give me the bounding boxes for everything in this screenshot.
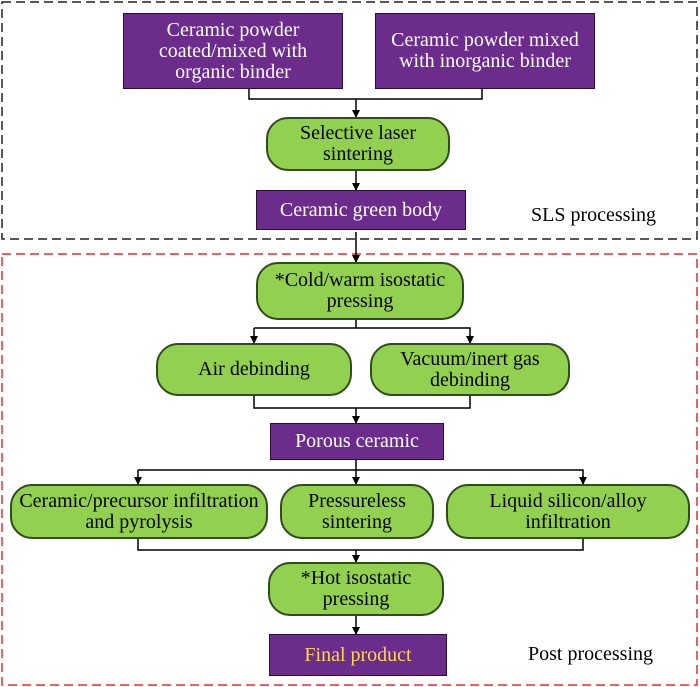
connector-debinding-merge [253,396,471,409]
connector-porous-split [138,460,357,471]
node-powder-organic: Ceramic powder coated/mixed with organic… [123,13,343,89]
connector-infiltration-merge [137,539,584,551]
region-label-sls: SLS processing [531,204,656,226]
connector-to-liquid [356,469,584,484]
node-selective-laser-sintering: Selective laser sintering [266,117,450,171]
connector-to-vacuum [356,327,471,343]
node-porous-ceramic: Porous ceramic [270,423,444,460]
node-green-body: Ceramic green body [256,190,466,230]
connector-cold-warm-split [254,320,357,329]
node-air-debinding: Air debinding [156,343,352,396]
node-powder-inorganic: Ceramic powder mixed with inorganic bind… [375,13,595,89]
post-region-border [1,253,698,686]
node-pressureless-sintering: Pressureless sintering [280,484,434,539]
node-vacuum-debinding: Vacuum/inert gas debinding [370,343,570,396]
node-precursor-infiltration: Ceramic/precursor infiltration and pyrol… [10,484,268,539]
node-final-product: Final product [269,634,447,676]
node-hot-isostatic-pressing: *Hot isostatic pressing [268,562,444,616]
node-liquid-silicon-infiltration: Liquid silicon/alloy infiltration [446,484,690,539]
connector-powder-organic [248,89,483,100]
sls-region-border [1,1,698,240]
node-cold-warm-pressing: *Cold/warm isostatic pressing [256,262,464,320]
region-label-post: Post processing [528,643,653,665]
